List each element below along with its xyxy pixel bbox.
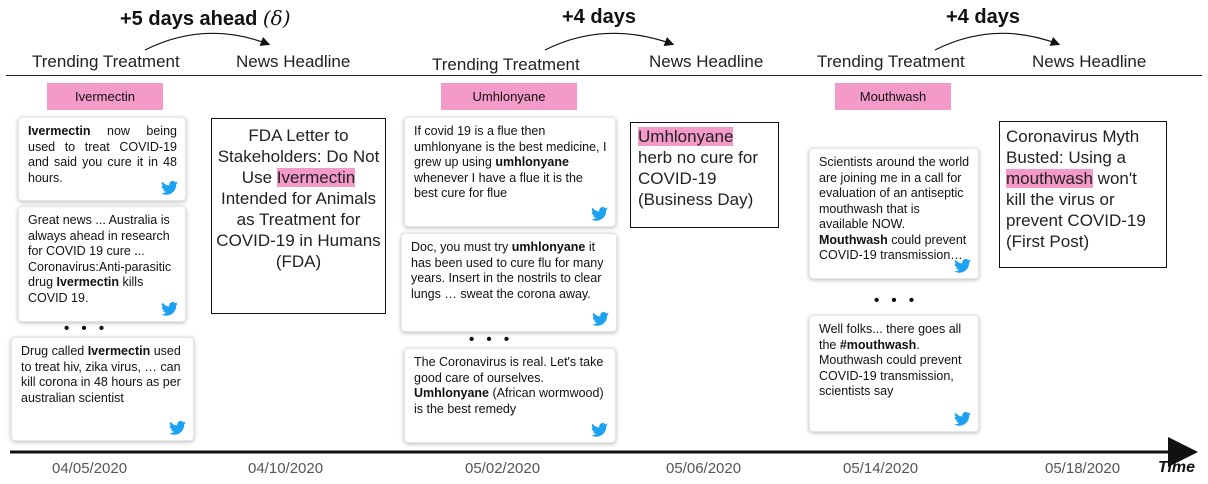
lead-time-label-1: +5 days ahead (δ) — [120, 6, 291, 30]
twitter-bird-icon — [954, 412, 971, 426]
news-headline-box: Umhlonyane herb no cure for COVID-19 (Bu… — [630, 122, 779, 228]
curved-arrow-icon — [934, 32, 1061, 51]
more-tweets-ellipsis: • • • — [64, 320, 109, 337]
headline-date: 05/18/2020 — [1045, 460, 1121, 477]
more-tweets-ellipsis: • • • — [874, 292, 919, 309]
time-axis-label: Time — [1158, 459, 1196, 476]
tweet-card: Well folks... there goes all the #mouthw… — [809, 315, 979, 432]
headline-date: 05/06/2020 — [666, 460, 742, 477]
column-label-treatment: Trending Treatment — [32, 52, 180, 71]
tweet-card: The Coronavirus is real. Let's take good… — [404, 348, 616, 443]
treatment-tag-mouthwash: Mouthwash — [835, 83, 951, 110]
tweet-date: 05/02/2020 — [465, 460, 541, 477]
tweet-card: Doc, you must try umhlonyane it has been… — [401, 233, 617, 332]
lead-time-label-3: +4 days — [946, 6, 1020, 28]
twitter-bird-icon — [592, 312, 609, 326]
highlighted-treatment: mouthwash — [1006, 169, 1093, 188]
headline-date: 04/10/2020 — [248, 460, 324, 477]
twitter-bird-icon — [591, 207, 608, 221]
tweet-card: If covid 19 is a flue then umhlonyane is… — [404, 117, 616, 227]
tweet-card: Scientists around the world are joining … — [809, 148, 979, 279]
highlighted-treatment: Umhlonyane — [638, 127, 734, 146]
lead-time-label-2: +4 days — [562, 6, 636, 28]
twitter-bird-icon — [591, 423, 608, 437]
twitter-bird-icon — [161, 181, 178, 195]
treatment-tag-umhlonyane: Umhlonyane — [441, 83, 577, 110]
column-label-headline: News Headline — [236, 52, 351, 71]
column-label-headline: News Headline — [649, 52, 764, 71]
treatment-tag-ivermectin: Ivermectin — [47, 83, 163, 110]
highlighted-treatment: Ivermectin — [276, 168, 356, 187]
tweet-date: 04/05/2020 — [52, 460, 128, 477]
tweet-card: Great news ... Australia is always ahead… — [18, 206, 186, 322]
column-label-treatment: Trending Treatment — [432, 55, 580, 74]
twitter-bird-icon — [161, 302, 178, 316]
tweet-card: Drug called Ivermectin used to treat hiv… — [11, 337, 194, 441]
tweet-card: Ivermectin now being used to treat COVID… — [18, 117, 186, 201]
tweet-date: 05/14/2020 — [843, 460, 919, 477]
header-divider — [6, 75, 1202, 76]
column-label-treatment: Trending Treatment — [817, 52, 965, 71]
more-tweets-ellipsis: • • • — [469, 331, 514, 348]
column-label-headline: News Headline — [1032, 52, 1147, 71]
news-headline-box: Coronavirus Myth Busted: Using a mouthwa… — [999, 121, 1167, 268]
twitter-bird-icon — [169, 421, 186, 435]
twitter-bird-icon — [954, 259, 971, 273]
news-headline-box: FDA Letter to Stakeholders: Do Not Use I… — [211, 118, 386, 314]
curved-arrow-icon — [544, 32, 675, 51]
curved-arrow-icon — [144, 32, 271, 51]
